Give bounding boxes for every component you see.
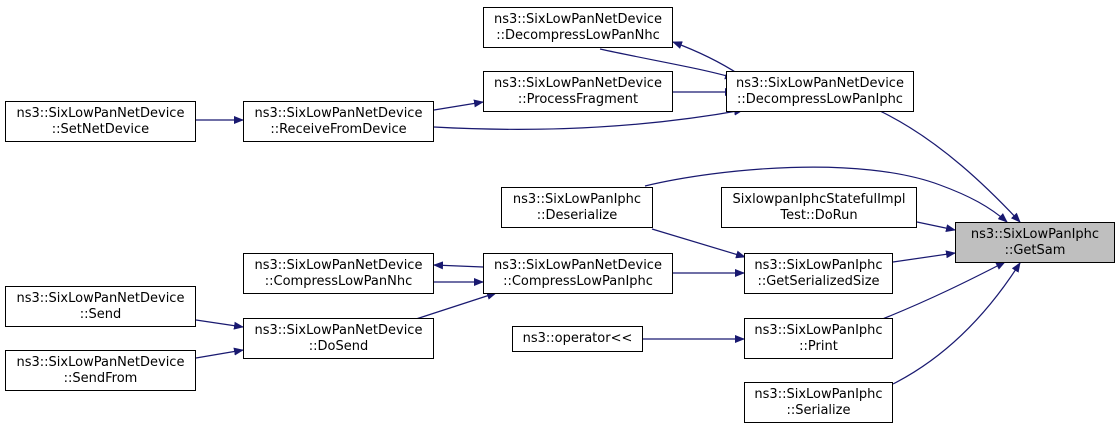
node-receive-from-device[interactable]: ns3::SixLowPanNetDevice ::ReceiveFromDev…: [243, 101, 434, 142]
edge-compress-iphc-to-compress-nhc: [433, 261, 484, 270]
node-process-fragment-line2: ::ProcessFragment: [517, 91, 639, 107]
edge-print-to-getsam: [879, 261, 1006, 321]
node-send-line2: ::Send: [79, 306, 122, 322]
node-decompress-lowpan-iphc[interactable]: ns3::SixLowPanNetDevice ::DecompressLowP…: [726, 71, 914, 112]
edge-send-to-dosend: [195, 319, 244, 330]
node-stateful-test-dorun-line1: SixlowpanIphcStatefulImpl: [732, 191, 906, 207]
edge-dorun-to-getsam: [916, 221, 956, 233]
node-send[interactable]: ns3::SixLowPanNetDevice ::Send: [5, 286, 196, 327]
edge-serialize-to-getsam: [892, 262, 1021, 385]
node-send-from-line1: ns3::SixLowPanNetDevice: [16, 354, 185, 370]
node-print-line1: ns3::SixLowPanIphc: [754, 322, 883, 338]
edge-decompress-nhc-to-decompress-iphc: [599, 48, 735, 80]
node-receive-from-device-line2: ::ReceiveFromDevice: [270, 121, 407, 137]
node-getsam-line1: ns3::SixLowPanIphc: [970, 226, 1100, 242]
node-compress-lowpan-iphc[interactable]: ns3::SixLowPanNetDevice ::CompressLowPan…: [483, 253, 673, 294]
node-set-net-device[interactable]: ns3::SixLowPanNetDevice ::SetNetDevice: [5, 101, 196, 142]
node-compress-lowpan-iphc-line1: ns3::SixLowPanNetDevice: [494, 257, 662, 273]
edge-deserialize-to-getserializedsize: [651, 228, 746, 259]
node-operator-shift-line1: ns3::operator<<: [522, 331, 633, 346]
node-compress-lowpan-nhc-line2: ::CompressLowPanNhc: [264, 273, 413, 289]
node-serialize-line2: ::Serialize: [786, 402, 851, 418]
node-deserialize-line1: ns3::SixLowPanIphc: [512, 191, 642, 207]
node-set-net-device-line2: ::SetNetDevice: [51, 121, 150, 137]
edge-decompress-iphc-to-getsam: [879, 110, 1021, 223]
node-do-send[interactable]: ns3::SixLowPanNetDevice ::DoSend: [243, 318, 434, 359]
node-deserialize[interactable]: ns3::SixLowPanIphc ::Deserialize: [501, 187, 653, 228]
node-getsam: ns3::SixLowPanIphc ::GetSam: [955, 222, 1115, 263]
node-get-serialized-size[interactable]: ns3::SixLowPanIphc ::GetSerializedSize: [744, 253, 893, 294]
node-do-send-line1: ns3::SixLowPanNetDevice: [254, 322, 423, 338]
edge-deserialize-to-getsam: [644, 166, 1008, 223]
node-getsam-line2: ::GetSam: [1004, 242, 1066, 258]
node-decompress-lowpan-nhc-line1: ns3::SixLowPanNetDevice: [494, 11, 662, 27]
node-operator-shift[interactable]: ns3::operator<<: [512, 326, 643, 352]
edge-receive-to-process-fragment: [433, 99, 484, 111]
node-serialize-line1: ns3::SixLowPanIphc: [754, 386, 883, 402]
edge-getserializedsize-to-getsam: [892, 250, 956, 263]
node-get-serialized-size-line1: ns3::SixLowPanIphc: [754, 257, 883, 273]
node-deserialize-line2: ::Deserialize: [536, 207, 618, 223]
node-print-line2: ::Print: [799, 338, 838, 354]
node-decompress-lowpan-iphc-line2: ::DecompressLowPanIphc: [737, 91, 903, 107]
node-set-net-device-line1: ns3::SixLowPanNetDevice: [16, 105, 185, 121]
node-stateful-test-dorun-line2: Test::DoRun: [780, 207, 858, 223]
edge-sendfrom-to-dosend: [195, 347, 244, 359]
node-compress-lowpan-nhc-line1: ns3::SixLowPanNetDevice: [254, 257, 423, 273]
node-send-from-line2: ::SendFrom: [63, 370, 138, 386]
node-compress-lowpan-nhc[interactable]: ns3::SixLowPanNetDevice ::CompressLowPan…: [243, 253, 434, 294]
node-get-serialized-size-line2: ::GetSerializedSize: [757, 273, 880, 289]
edge-dosend-to-compress-iphc: [412, 291, 497, 321]
edge-receive-to-decompress-iphc: [433, 107, 744, 131]
node-stateful-test-dorun[interactable]: SixlowpanIphcStatefulImpl Test::DoRun: [721, 187, 917, 228]
node-decompress-lowpan-nhc[interactable]: ns3::SixLowPanNetDevice ::DecompressLowP…: [483, 7, 673, 48]
node-print[interactable]: ns3::SixLowPanIphc ::Print: [744, 318, 893, 359]
node-compress-lowpan-iphc-line2: ::CompressLowPanIphc: [503, 273, 653, 289]
node-serialize[interactable]: ns3::SixLowPanIphc ::Serialize: [744, 382, 893, 423]
node-do-send-line2: ::DoSend: [308, 338, 369, 354]
node-process-fragment-line1: ns3::SixLowPanNetDevice: [494, 75, 662, 91]
node-send-from[interactable]: ns3::SixLowPanNetDevice ::SendFrom: [5, 350, 196, 391]
node-decompress-lowpan-nhc-line2: ::DecompressLowPanNhc: [496, 27, 660, 43]
node-receive-from-device-line1: ns3::SixLowPanNetDevice: [254, 105, 423, 121]
node-send-line1: ns3::SixLowPanNetDevice: [16, 290, 185, 306]
node-decompress-lowpan-iphc-line1: ns3::SixLowPanNetDevice: [736, 75, 904, 91]
node-process-fragment[interactable]: ns3::SixLowPanNetDevice ::ProcessFragmen…: [483, 71, 673, 112]
